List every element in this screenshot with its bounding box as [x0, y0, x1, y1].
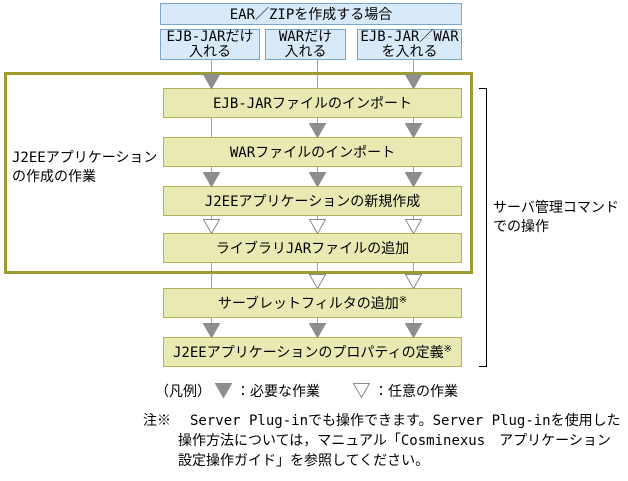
optional-arrow-icon: [203, 219, 220, 234]
legend-required-label: ：必要な作業: [236, 383, 320, 400]
step-label: ライブラリJARファイルの追加: [215, 241, 410, 257]
note: 注※ Server Plug-inでも操作できます。Server Plug-in…: [143, 411, 621, 471]
note-line: 設定操作ガイド」を参照してください。: [178, 453, 430, 469]
legend-optional-label: ：任意の作業: [374, 383, 458, 400]
step-box-ejb-jar-import: EJB-JARファイルのインポート: [163, 88, 462, 118]
branch-box-label: EJB-JARだけ 入れる: [166, 28, 254, 60]
legend: （凡例） ：必要な作業 ：任意の作業: [155, 382, 458, 400]
optional-arrow-icon: [405, 274, 422, 289]
step-box-war-import: WARファイルのインポート: [163, 137, 462, 167]
step-note-marker: ※: [398, 294, 408, 306]
server-command-label: サーバ管理コマンド での操作: [493, 200, 619, 235]
required-arrow-icon: [405, 172, 422, 187]
required-arrow-icon: [405, 323, 422, 338]
required-arrow-icon: [203, 323, 220, 338]
step-label: J2EEアプリケーションの新規作成: [204, 194, 421, 210]
required-arrow-icon: [405, 123, 422, 138]
optional-arrow-icon: [309, 274, 326, 289]
note-marker: 注※: [143, 413, 171, 429]
step-label: WARファイルのインポート: [229, 145, 396, 161]
step-box-j2ee-app-create: J2EEアプリケーションの新規作成: [163, 186, 462, 216]
group-label: J2EEアプリケーション の作成の作業: [12, 150, 158, 185]
required-arrow-icon: [309, 172, 326, 187]
optional-arrow-icon: [309, 219, 326, 234]
step-box-servlet-filter-add: サーブレットフィルタの追加※: [163, 288, 462, 318]
branch-box-label: WARだけ 入れる: [278, 28, 333, 60]
required-arrow-icon: [309, 323, 326, 338]
required-arrow-icon: [203, 172, 220, 187]
branch-box-ejb-jar-and-war: EJB-JAR／WAR を入れる: [357, 29, 462, 60]
note-line: 操作方法については，マニュアル「Cosminexus アプリケーション: [178, 433, 611, 449]
step-note-marker: ※: [443, 343, 452, 355]
optional-arrow-icon: [353, 383, 370, 398]
required-arrow-icon: [405, 74, 422, 89]
step-box-j2ee-app-property-define: J2EEアプリケーションのプロパティの定義※: [163, 337, 462, 367]
legend-title: （凡例）: [155, 383, 211, 400]
step-label: サーブレットフィルタの追加: [217, 296, 399, 312]
step-box-library-jar-add: ライブラリJARファイルの追加: [163, 233, 462, 263]
note-body: Server Plug-inでも操作できます。Server Plug-inを使用…: [178, 411, 621, 471]
note-line: Server Plug-inでも操作できます。Server Plug-inを使用…: [190, 413, 621, 429]
step-label: J2EEアプリケーションのプロパティの定義: [173, 345, 444, 361]
step-label: EJB-JARファイルのインポート: [212, 96, 412, 112]
group-rect-j2ee-app-creation: [4, 72, 473, 274]
branch-box-war-only: WARだけ 入れる: [265, 29, 346, 60]
case-box-label: EAR／ZIPを作成する場合: [229, 7, 393, 23]
branch-box-label: EJB-JAR／WAR を入れる: [360, 28, 459, 60]
branch-box-ejb-jar-only: EJB-JARだけ 入れる: [160, 29, 260, 60]
optional-arrow-icon: [405, 219, 422, 234]
required-arrow-icon: [203, 74, 220, 89]
required-arrow-icon: [215, 383, 232, 398]
case-box: EAR／ZIPを作成する場合: [160, 3, 462, 25]
server-command-bracket: [479, 88, 487, 367]
required-arrow-icon: [309, 123, 326, 138]
